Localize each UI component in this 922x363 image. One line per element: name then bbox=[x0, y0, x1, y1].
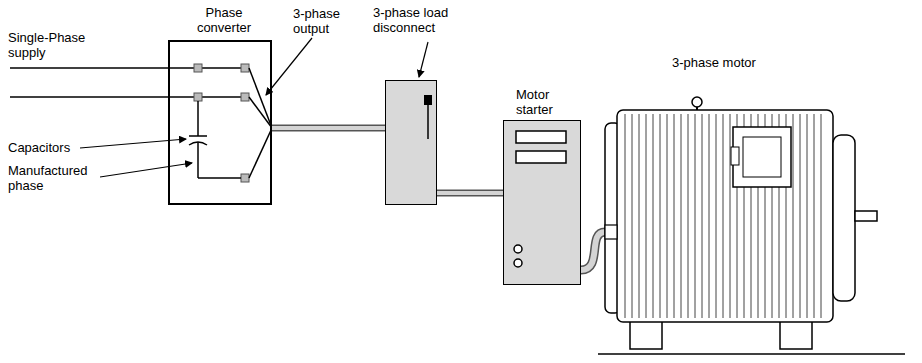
converter-box: Phase converter bbox=[168, 40, 272, 205]
component-label: Capacitors bbox=[8, 140, 78, 155]
node-heading: 3-phase motor bbox=[672, 55, 802, 70]
output-label: 3-phase output bbox=[293, 6, 355, 36]
node-heading: Phase converter bbox=[192, 5, 256, 35]
starter-box: Motor starter bbox=[503, 120, 581, 285]
leader-line bbox=[266, 38, 312, 95]
leader-line bbox=[80, 139, 186, 148]
supply-label: Single-Phase supply bbox=[8, 30, 96, 60]
supply-wire bbox=[10, 96, 241, 98]
motor-figure-drawing bbox=[605, 95, 880, 357]
capacitor-symbol bbox=[189, 101, 241, 178]
floor-line bbox=[598, 353, 905, 355]
phase-label: Manufactured phase bbox=[8, 163, 102, 193]
disconnect-box-drawing bbox=[386, 81, 438, 206]
disconnect-box: 3-phase load disconnect bbox=[385, 80, 437, 205]
cable-connector bbox=[437, 192, 503, 193]
leader-line bbox=[419, 42, 428, 77]
motor-figure: 3-phase motor bbox=[605, 95, 880, 357]
terminal bbox=[194, 64, 249, 182]
supply-wire bbox=[10, 67, 241, 69]
leader-line bbox=[100, 163, 192, 177]
node-heading: Motor starter bbox=[516, 87, 572, 117]
starter-box-drawing bbox=[504, 121, 582, 286]
cable-connector bbox=[581, 232, 605, 270]
node-heading: 3-phase load disconnect bbox=[373, 5, 459, 35]
output-wire bbox=[249, 68, 272, 178]
cable-connector bbox=[272, 127, 385, 128]
